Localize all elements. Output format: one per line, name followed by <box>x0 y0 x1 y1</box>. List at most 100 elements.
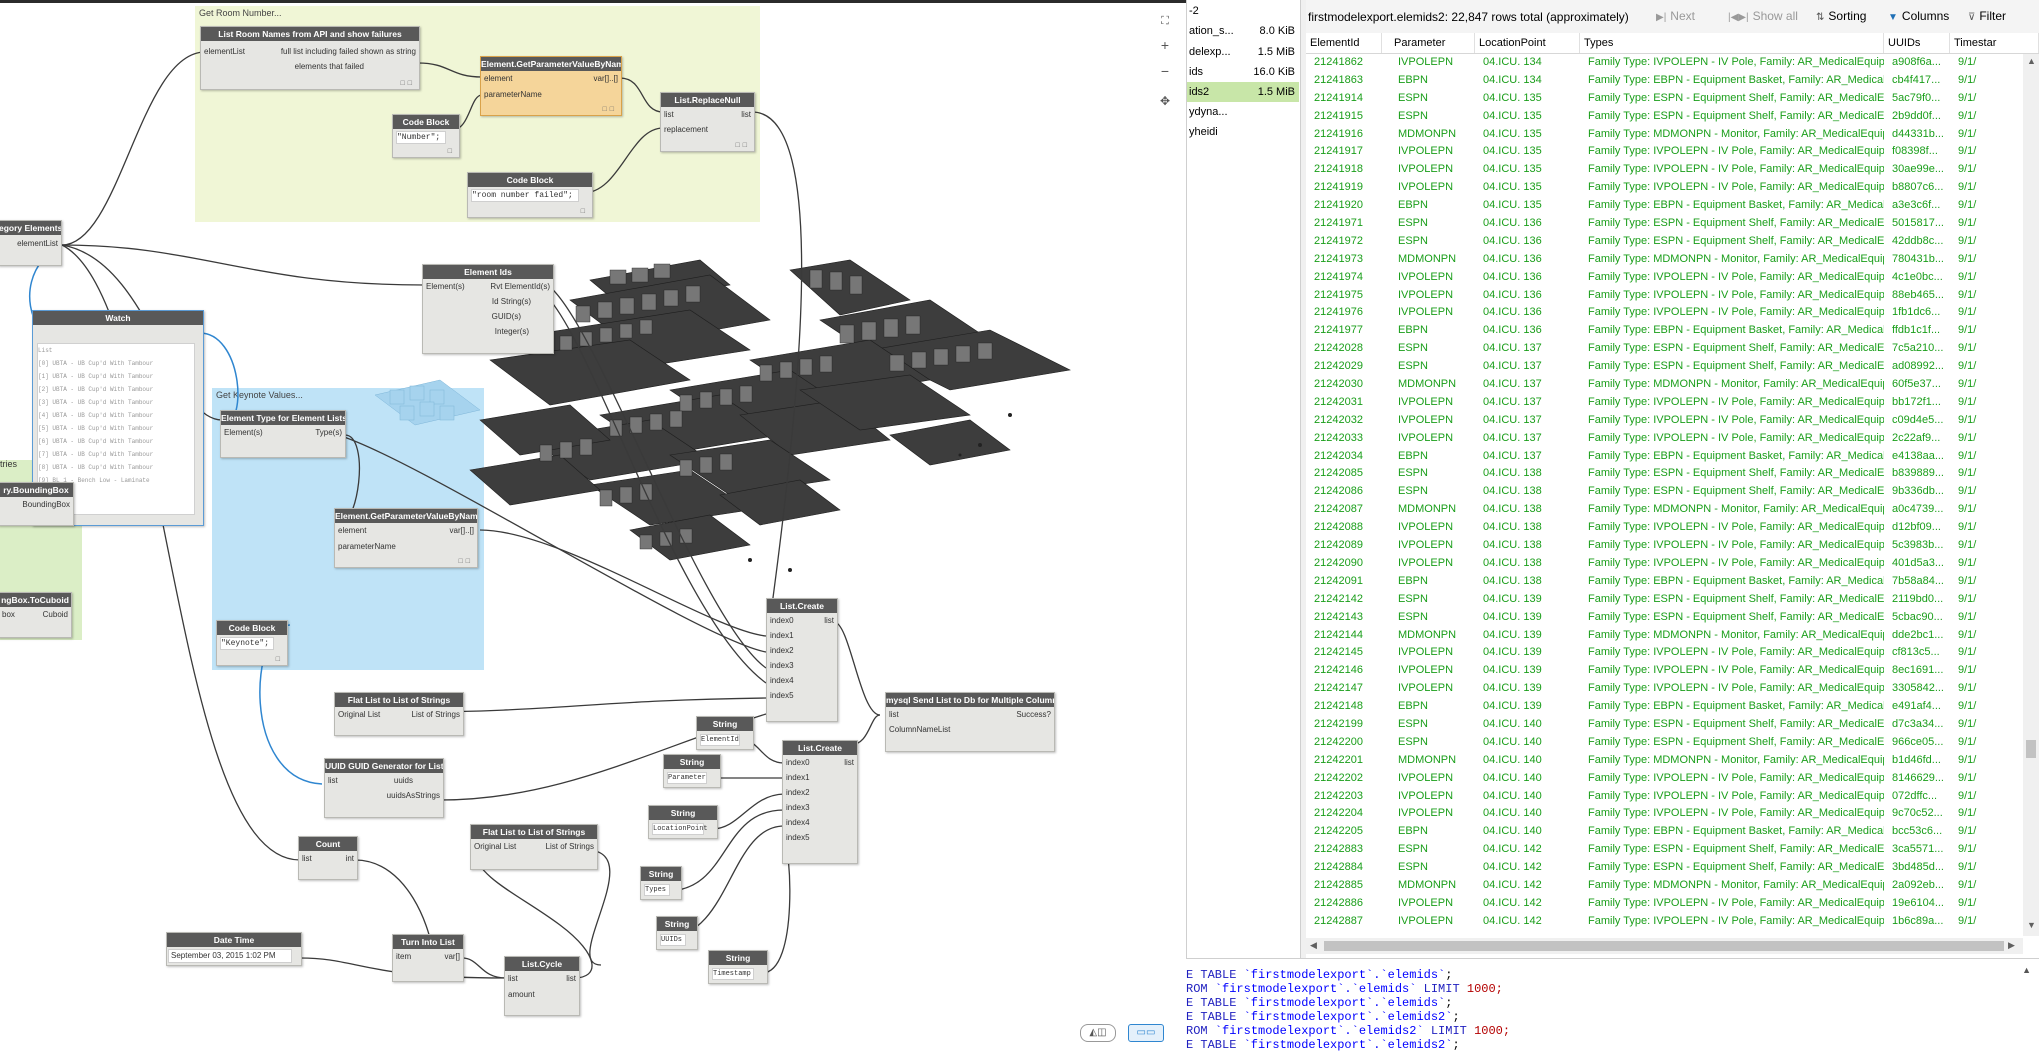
node-string-parameter[interactable]: String Parameter <box>663 754 721 788</box>
schema-item[interactable]: ation_s...8.0 KiB <box>1187 21 1299 41</box>
node-turn-into-list[interactable]: Turn Into List item var[] <box>392 934 464 982</box>
columns-button[interactable]: ▼Columns <box>1888 9 1950 23</box>
output-port[interactable]: var[]..[] <box>449 526 474 535</box>
input-port[interactable]: item <box>396 952 412 961</box>
input-port[interactable]: replacement <box>664 125 709 134</box>
output-port[interactable]: Integer(s) <box>494 327 529 336</box>
input-port[interactable]: element <box>338 526 367 535</box>
scroll-up-icon[interactable]: ▲ <box>2027 56 2036 66</box>
node-list-room-names[interactable]: List Room Names from API and show failur… <box>200 26 420 90</box>
string-value[interactable]: Parameter <box>667 772 707 784</box>
scroll-thumb[interactable] <box>2026 740 2036 758</box>
output-port[interactable]: elementList <box>17 239 58 248</box>
input-port[interactable]: box <box>2 610 15 619</box>
input-port[interactable]: list <box>889 710 899 719</box>
output-port[interactable]: list <box>566 974 576 983</box>
output-port[interactable]: List of Strings <box>411 710 460 719</box>
output-port[interactable]: list <box>741 110 751 119</box>
background-preview-icon[interactable]: ◭◫ <box>1080 1024 1116 1042</box>
output-port[interactable]: Rvt ElementId(s) <box>490 282 550 291</box>
node-string-elementid[interactable]: String ElementId <box>696 716 754 750</box>
output-port[interactable]: Cuboid <box>42 610 68 619</box>
input-port[interactable]: Original List <box>338 710 381 719</box>
scroll-down-icon[interactable]: ▼ <box>2027 920 2036 930</box>
node-date-time[interactable]: Date Time September 03, 2015 1:02 PM <box>166 932 302 966</box>
input-port[interactable]: element <box>484 74 513 83</box>
node-string-uuids[interactable]: String UUIDs <box>656 916 698 950</box>
scroll-right-icon[interactable]: ▶ <box>2008 940 2015 950</box>
output-port[interactable]: List of Strings <box>545 842 594 851</box>
output-port[interactable]: elements that failed <box>294 62 364 71</box>
scroll-left-icon[interactable]: ◀ <box>1310 940 1317 950</box>
node-to-cuboid[interactable]: ngBox.ToCuboid box Cuboid <box>0 592 72 638</box>
string-value[interactable]: LocationPoint <box>652 823 708 835</box>
string-value[interactable]: Types <box>644 884 670 896</box>
input-port[interactable]: Original List <box>474 842 517 851</box>
zoom-in-icon[interactable]: + <box>1160 37 1170 53</box>
column-header-types[interactable]: Types <box>1580 33 1884 53</box>
input-port[interactable]: index4 <box>786 818 810 827</box>
horizontal-scrollbar[interactable]: ◀ ▶ <box>1306 938 2023 954</box>
node-flat-list-2[interactable]: Flat List to List of Strings Original Li… <box>470 824 598 870</box>
column-header-elementid[interactable]: ElementId <box>1306 33 1382 53</box>
input-port[interactable]: elementList <box>204 47 245 56</box>
string-value[interactable]: ElementId <box>700 734 740 746</box>
code-editor[interactable]: "room number failed"; <box>471 189 579 202</box>
node-get-parameter-2[interactable]: Element.GetParameterValueByName element … <box>334 508 478 568</box>
filter-button[interactable]: ⊽Filter <box>1968 9 2006 23</box>
output-port[interactable]: list <box>824 616 834 625</box>
input-port[interactable]: parameterName <box>338 542 396 551</box>
code-editor[interactable]: "Keynote"; <box>220 637 274 650</box>
code-editor[interactable]: "Number"; <box>396 131 446 144</box>
input-port[interactable]: index2 <box>786 788 810 797</box>
input-port[interactable]: index5 <box>786 833 810 842</box>
output-port[interactable]: Type(s) <box>315 428 342 437</box>
node-uuid-generator[interactable]: UUID GUID Generator for Lists list uuids… <box>324 758 444 818</box>
scroll-thumb[interactable] <box>1324 941 2004 951</box>
input-port[interactable]: index5 <box>770 691 794 700</box>
node-code-block-number[interactable]: Code Block "Number"; □ <box>392 114 460 158</box>
node-list-create-1[interactable]: List.Create index0 index1 index2 index3 … <box>766 598 838 722</box>
node-element-type[interactable]: Element Type for Element Lists Element(s… <box>220 410 346 458</box>
next-button[interactable]: ▶|Next <box>1656 9 1695 23</box>
node-string-location[interactable]: String LocationPoint <box>648 805 718 839</box>
node-string-types[interactable]: String Types <box>640 866 682 900</box>
output-port[interactable]: Id String(s) <box>491 297 531 306</box>
dynamo-canvas[interactable]: Get Room Number... Get Keynote Values... <box>0 0 1186 1050</box>
show-all-button[interactable]: |◀▶|Show all <box>1728 9 1798 23</box>
zoom-out-icon[interactable]: − <box>1160 63 1170 79</box>
pan-icon[interactable]: ✥ <box>1159 94 1171 108</box>
input-port[interactable]: list <box>302 854 312 863</box>
